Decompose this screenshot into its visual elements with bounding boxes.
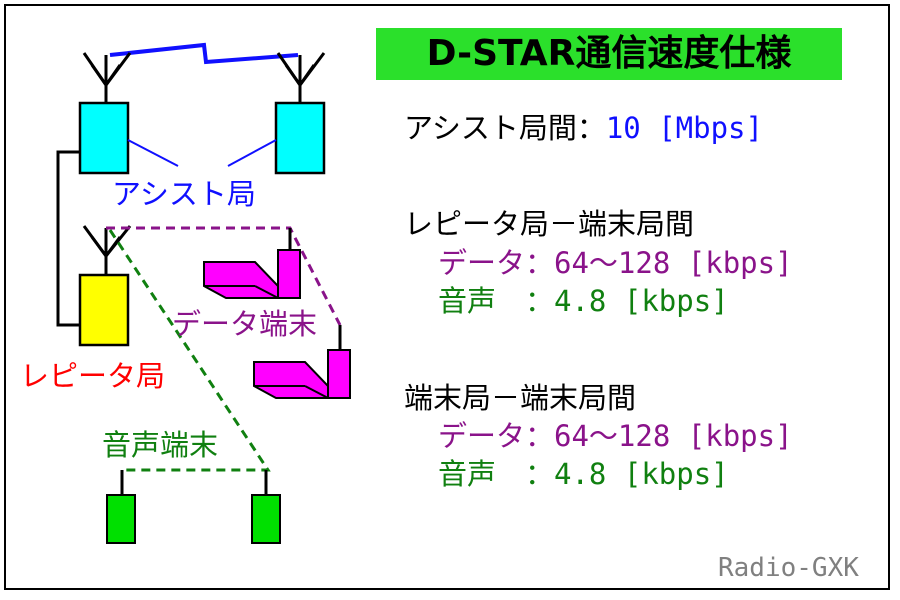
voice-label: 音声 ： — [438, 284, 555, 318]
voice-terminal-device — [106, 470, 136, 544]
assist-station-box — [274, 101, 326, 175]
assist-station-label: アシスト局 — [112, 177, 256, 211]
data-value: 64～128 [kbps] — [554, 246, 793, 280]
assist-spec-label: アシスト局間： — [404, 111, 606, 145]
voice-value: 4.8 [kbps] — [554, 284, 729, 318]
voice-value: 4.8 [kbps] — [554, 457, 729, 491]
voice-terminal-label: 音声端末 — [102, 428, 218, 462]
page-title: D-STAR通信速度仕様 — [426, 33, 792, 74]
data-terminal-device — [253, 325, 351, 399]
antenna-icon — [82, 225, 132, 275]
antenna-icon — [82, 52, 132, 103]
data-terminal-device — [203, 228, 301, 299]
repeater-terminal-voice-row: 音声 ：4.8 [kbps] — [438, 283, 729, 319]
frame — [4, 4, 890, 590]
data-label: データ： — [438, 246, 555, 280]
terminal-terminal-voice-row: 音声 ：4.8 [kbps] — [438, 456, 729, 492]
antenna-icon — [276, 52, 326, 103]
data-terminal-label: データ端末 — [172, 307, 317, 341]
repeater-terminal-heading: レピータ局－端末局間 — [404, 207, 695, 241]
terminal-terminal-heading: 端末局－端末局間 — [404, 381, 637, 415]
title-background — [376, 28, 842, 80]
repeater-station-box — [78, 273, 130, 347]
assist-station-box — [78, 101, 130, 175]
voice-label: 音声 ： — [438, 457, 555, 491]
data-value: 64～128 [kbps] — [554, 419, 793, 453]
assist-spec-value: 10 [Mbps] — [605, 111, 763, 145]
repeater-station-label: レピータ局 — [20, 359, 165, 393]
assist-radio-link — [109, 42, 299, 65]
data-label: データ： — [438, 419, 555, 453]
wired-link — [56, 150, 80, 327]
terminal-terminal-data-row: データ：64～128 [kbps] — [438, 418, 793, 454]
voice-terminal-device — [251, 470, 281, 544]
voice-link — [108, 229, 271, 472]
credit-text: Radio-GXK — [718, 553, 859, 583]
assist-spec-row: アシスト局間：10 [Mbps] — [404, 110, 763, 146]
repeater-terminal-data-row: データ：64～128 [kbps] — [438, 245, 793, 281]
